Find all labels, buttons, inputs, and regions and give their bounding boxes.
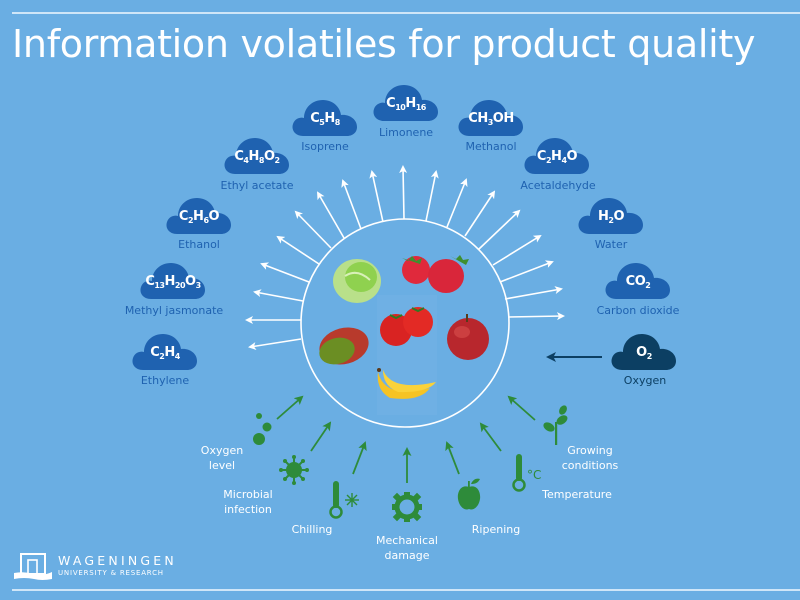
cloud-ethylene: C2H4 <box>131 330 199 370</box>
cloud-ethanol: C2H6O <box>165 194 233 234</box>
strawberries-image <box>402 255 469 293</box>
formula-isoprene: C5H8 <box>310 111 340 127</box>
cloud-icon <box>140 263 205 299</box>
apple-image <box>447 314 489 360</box>
cloud-icon <box>611 334 676 370</box>
label-carbon-dioxide: Carbon dioxide <box>596 304 680 317</box>
factor-label-oxygen-level: Oxygen level <box>200 444 244 472</box>
cloud-icon <box>373 85 438 121</box>
formula-methyl-jasmonate: C13H20O3 <box>145 274 201 290</box>
page-title: Information volatiles for product qualit… <box>12 22 756 66</box>
label-isoprene: Isoprene <box>301 140 349 153</box>
label-acetaldehyde: Acetaldehyde <box>520 179 596 192</box>
cloud-icon <box>605 263 670 299</box>
sprout-icon <box>543 405 568 445</box>
mango-image <box>319 327 369 365</box>
cloud-ethyl-acetate: C4H8O2 <box>223 134 291 174</box>
cloud-icon <box>458 100 523 136</box>
label-water: Water <box>594 238 628 251</box>
top-divider <box>12 12 800 14</box>
bubbles-icon <box>253 413 272 445</box>
cloud-acetaldehyde: C2H4O <box>523 134 591 174</box>
apple-icon <box>457 478 481 510</box>
cloud-icon <box>224 138 289 174</box>
factor-label-ripening: Ripening <box>471 523 521 536</box>
factor-label-microbial-infection: Microbial infection <box>223 488 273 516</box>
label-ethylene: Ethylene <box>140 374 190 387</box>
cloud-water: H2O <box>577 194 645 234</box>
emission-arrows <box>245 165 565 351</box>
cloud-methyl-jasmonate: C13H20O3 <box>139 259 207 299</box>
label-methanol: Methanol <box>465 140 517 153</box>
cloud-isoprene: C5H8 <box>291 96 359 136</box>
cloud-icon <box>524 138 589 174</box>
formula-limonene: C10H16 <box>386 96 426 112</box>
lettuce-image <box>333 259 381 303</box>
formula-ethanol: C2H6O <box>178 209 220 225</box>
formula-ethylene: C2H4 <box>150 345 180 361</box>
thermometer-snowflake-icon <box>329 481 359 519</box>
bananas-image <box>377 368 436 399</box>
formula-carbon-dioxide: CO2 <box>625 274 651 290</box>
cloud-methanol: CH3OH <box>457 96 525 136</box>
wageningen-logo-icon <box>14 553 52 580</box>
label-oxygen: Oxygen <box>623 374 667 387</box>
cloud-icon <box>166 198 231 234</box>
gear-icon <box>392 492 422 522</box>
cloud-oxygen: O2 <box>610 330 678 370</box>
label-ethanol: Ethanol <box>178 238 220 251</box>
factor-label-mechanical-damage: Mechanical damage <box>376 534 438 562</box>
factor-arrows <box>276 395 536 483</box>
cloud-carbon-dioxide: CO2 <box>604 259 672 299</box>
bottom-divider <box>12 589 800 591</box>
formula-water: H2O <box>597 209 625 225</box>
formula-ethyl-acetate: C4H8O2 <box>234 149 280 165</box>
label-methyl-jasmonate: Methyl jasmonate <box>124 304 224 317</box>
thermometer-celsius-icon: °C <box>512 454 541 492</box>
cloud-limonene: C10H16 <box>372 81 440 121</box>
formula-oxygen: O2 <box>636 345 652 361</box>
factor-label-growing-conditions: Growing conditions <box>561 444 619 472</box>
product-circle <box>300 218 510 428</box>
cloud-icon <box>292 100 357 136</box>
formula-methanol: CH3OH <box>468 111 514 127</box>
factor-label-temperature: Temperature <box>542 488 612 501</box>
cloud-icon <box>578 198 643 234</box>
cloud-icon <box>132 334 197 370</box>
microbe-icon <box>279 455 309 485</box>
logo-subtitle: UNIVERSITY & RESEARCH <box>58 569 164 577</box>
label-limonene: Limonene <box>378 126 434 139</box>
factor-label-chilling: Chilling <box>291 523 333 536</box>
svg-text:°C: °C <box>527 468 541 482</box>
formula-acetaldehyde: C2H4O <box>536 149 578 165</box>
logo-name: WAGENINGEN <box>58 553 177 568</box>
label-ethyl-acetate: Ethyl acetate <box>220 179 294 192</box>
